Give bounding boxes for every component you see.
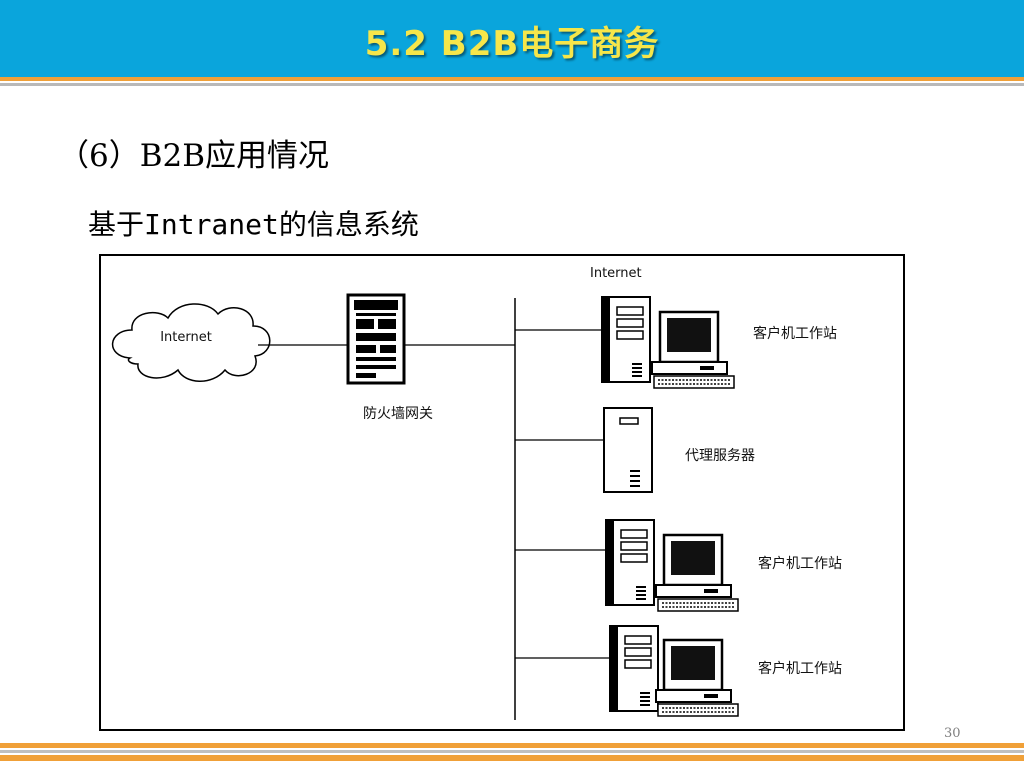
footer-accent-line-bottom bbox=[0, 755, 1024, 761]
client-workstation-2: 客户机工作站 bbox=[515, 519, 842, 613]
node-1-label: 客户机工作站 bbox=[753, 325, 837, 342]
client-workstation-3: 客户机工作站 bbox=[515, 625, 842, 718]
header-accent-line bbox=[0, 77, 1024, 81]
internet-cloud: Internet bbox=[111, 303, 271, 382]
node-4-label: 客户机工作站 bbox=[758, 660, 842, 677]
network-diagram: Internet 防火墙网关 Internet 客户机工作站 代理服务器 bbox=[99, 254, 905, 731]
footer-accent-line bbox=[0, 743, 1024, 748]
cloud-label: Internet bbox=[160, 330, 212, 345]
node-3-label: 客户机工作站 bbox=[758, 555, 842, 572]
bus-internet-label: Internet bbox=[590, 266, 642, 281]
client-workstation-1: 客户机工作站 bbox=[515, 296, 837, 390]
firewall-gateway-icon bbox=[346, 293, 406, 385]
header-divider-line bbox=[0, 83, 1024, 86]
node-2-label: 代理服务器 bbox=[685, 448, 755, 464]
slide-title: 5.2 B2B电子商务 bbox=[364, 24, 660, 64]
section-subheading: 基于Intranet的信息系统 bbox=[88, 208, 419, 241]
proxy-server: 代理服务器 bbox=[515, 407, 755, 493]
footer-divider-line bbox=[0, 750, 1024, 753]
header-bar bbox=[0, 0, 1024, 77]
firewall-label: 防火墙网关 bbox=[363, 406, 433, 422]
page-number: 30 bbox=[944, 726, 961, 741]
section-heading: （6）B2B应用情况 bbox=[58, 138, 330, 174]
